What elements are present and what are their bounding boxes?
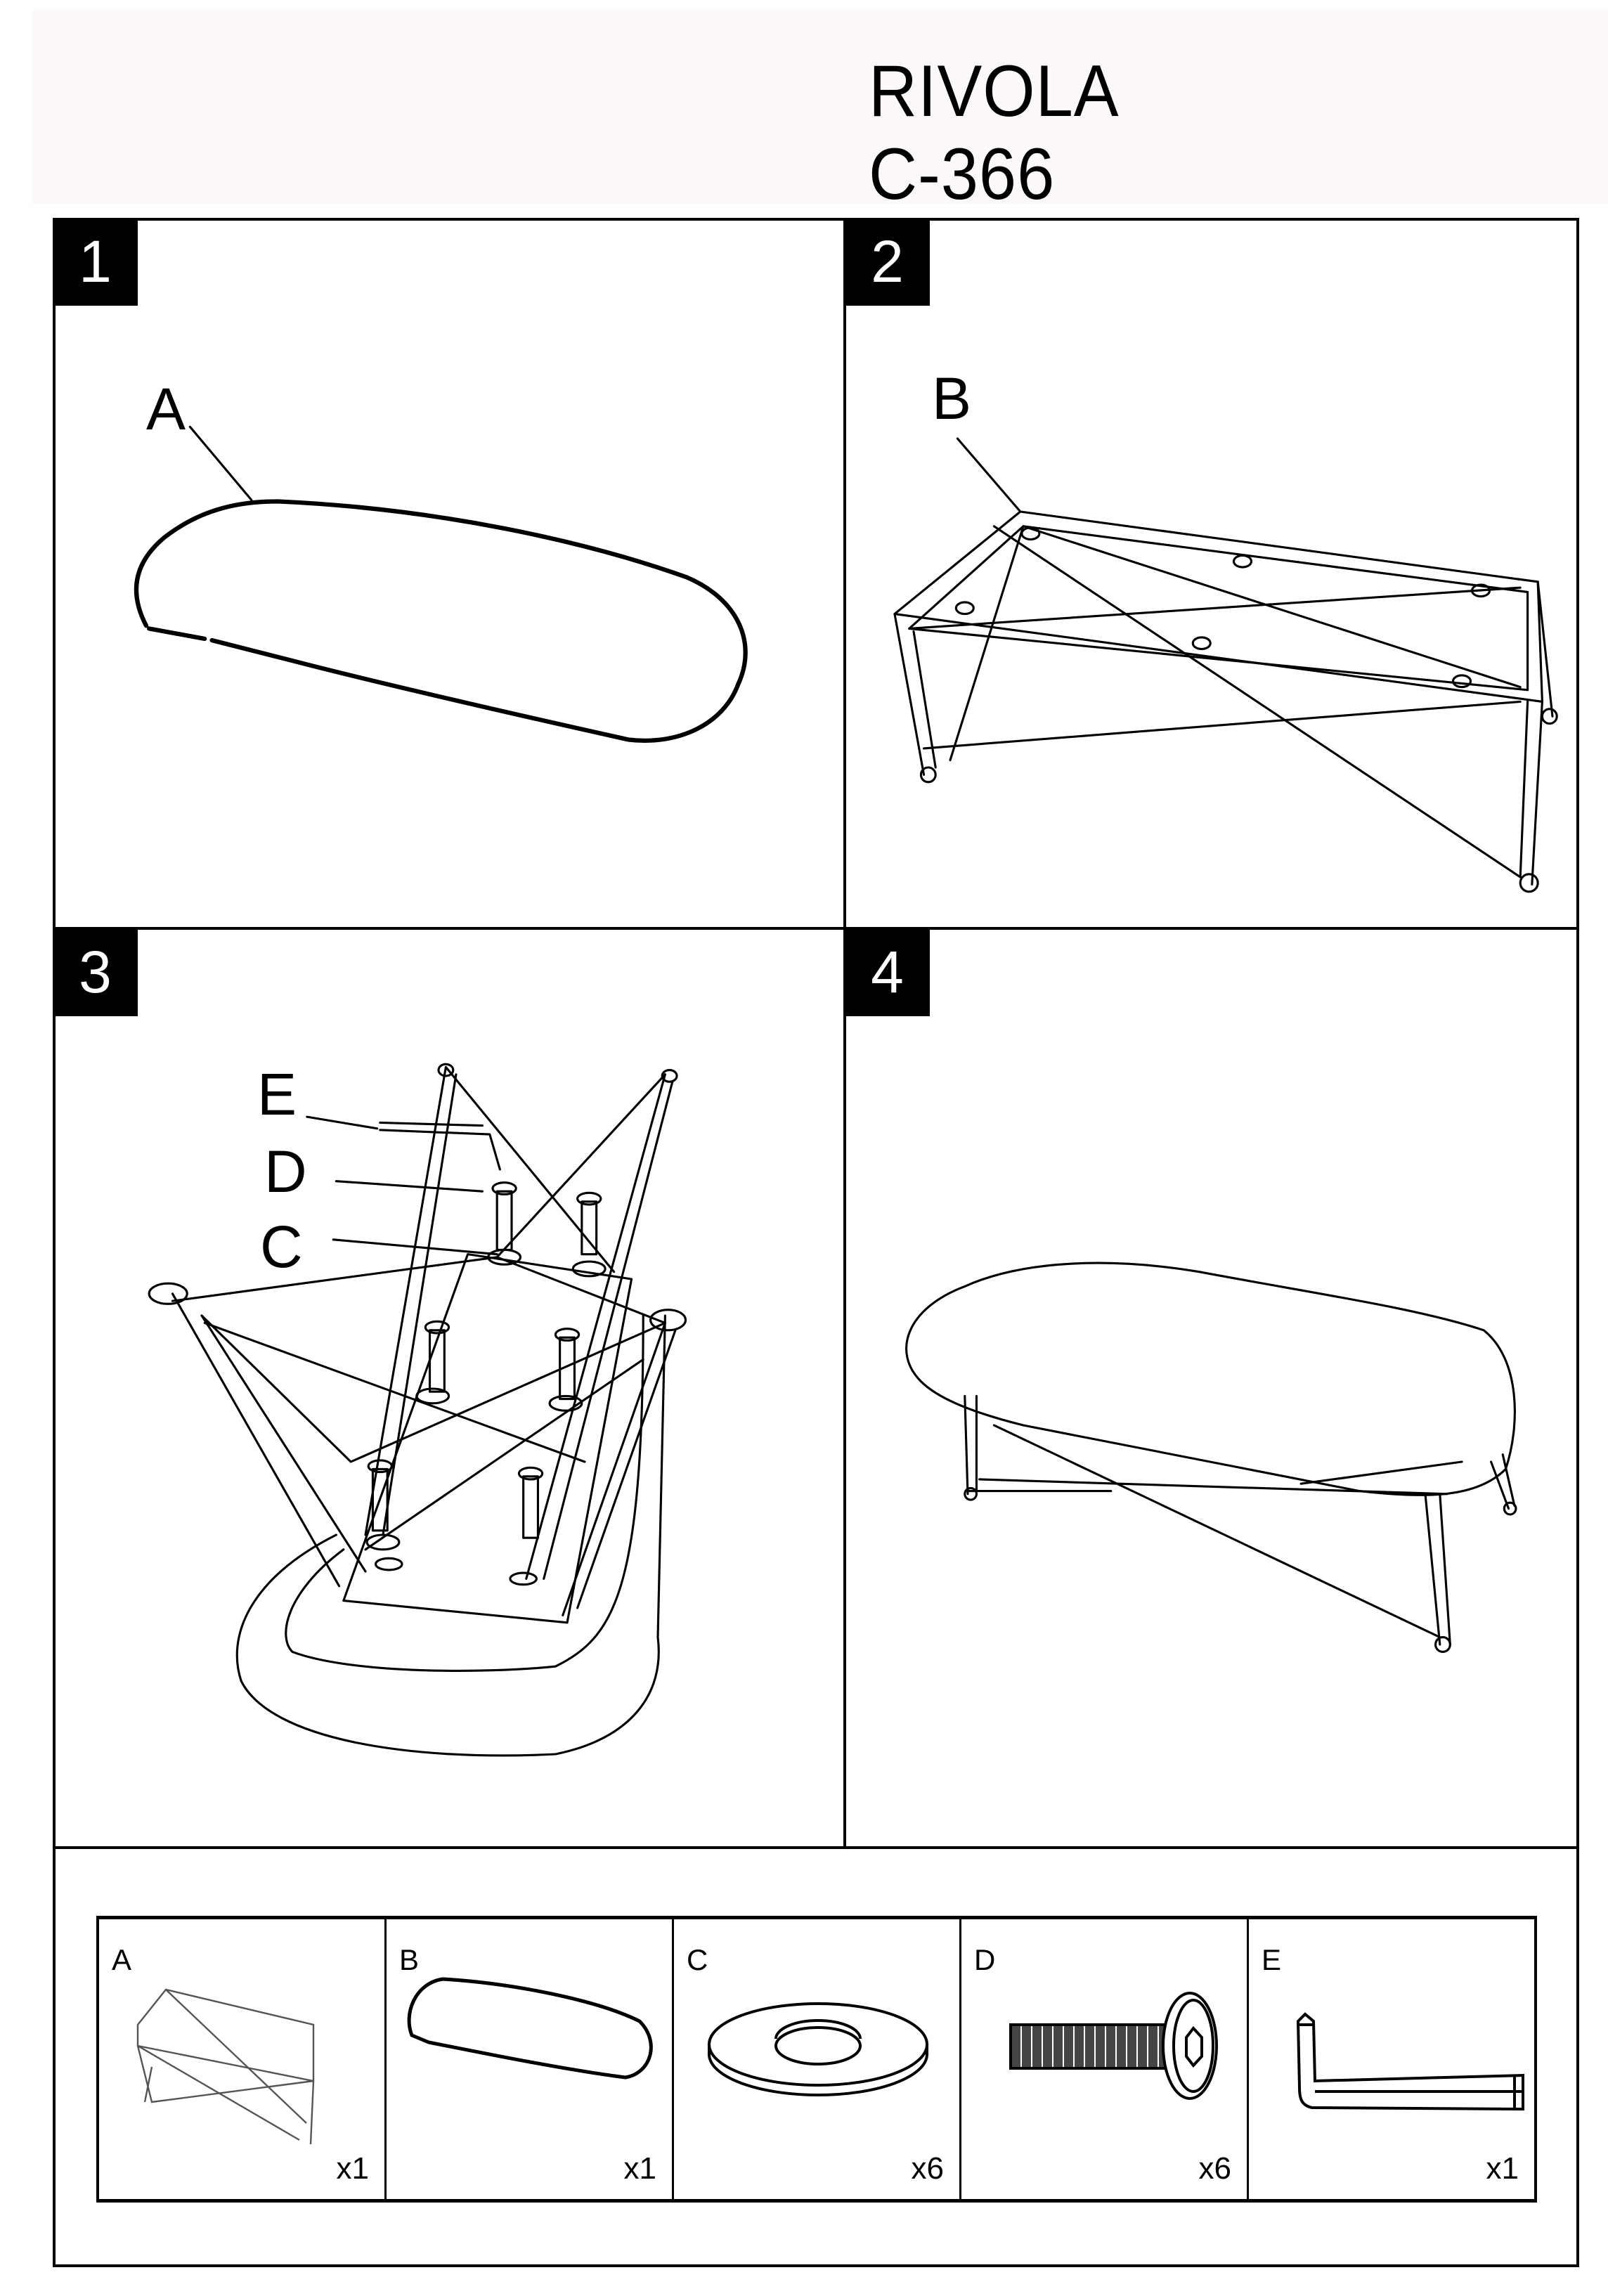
- panel-divider-horizontal-2: [53, 1846, 1579, 1849]
- instructions-frame: [53, 218, 1579, 2267]
- part-quantity: x6: [911, 2151, 944, 2186]
- washer-icon: [708, 2002, 928, 2096]
- part-e: E x1: [1249, 1919, 1534, 2199]
- bolt-icon: [1009, 1992, 1218, 2100]
- part-c: C x6: [674, 1919, 961, 2199]
- panel-divider-horizontal-1: [53, 927, 1579, 930]
- step-2-badge: 2: [845, 218, 930, 306]
- panel-divider-vertical: [843, 218, 846, 1848]
- bench-frame-icon: [136, 1988, 315, 2144]
- part-b: B x1: [387, 1919, 674, 2199]
- parts-list: A x1 B x1 C x6 D x6: [96, 1916, 1537, 2203]
- part-letter: C: [687, 1943, 708, 1976]
- product-name: RIVOLA: [869, 51, 1120, 132]
- part-quantity: x6: [1198, 2151, 1231, 2186]
- part-quantity: x1: [1486, 2151, 1519, 2186]
- part-a: A x1: [99, 1919, 387, 2199]
- part-d: D x6: [961, 1919, 1249, 2199]
- step-3-badge: 3: [53, 928, 138, 1016]
- step-1-badge: 1: [53, 218, 138, 306]
- step-3-label-d: D: [264, 1139, 307, 1205]
- step-2-label-b: B: [932, 365, 972, 432]
- model-code: C-366: [869, 134, 1056, 215]
- part-letter: E: [1262, 1943, 1282, 1976]
- step-3-label-c: C: [260, 1214, 303, 1280]
- header-band: [31, 11, 1608, 204]
- step-1-label-a: A: [146, 376, 186, 442]
- seat-cushion-icon: [407, 1977, 653, 2080]
- step-3-label-e: E: [257, 1061, 297, 1127]
- part-letter: A: [112, 1943, 132, 1976]
- allen-key-icon: [1296, 2012, 1524, 2111]
- part-letter: B: [399, 1943, 420, 1976]
- part-quantity: x1: [336, 2151, 369, 2186]
- step-4-badge: 4: [845, 928, 930, 1016]
- part-quantity: x1: [623, 2151, 656, 2186]
- part-letter: D: [974, 1943, 996, 1976]
